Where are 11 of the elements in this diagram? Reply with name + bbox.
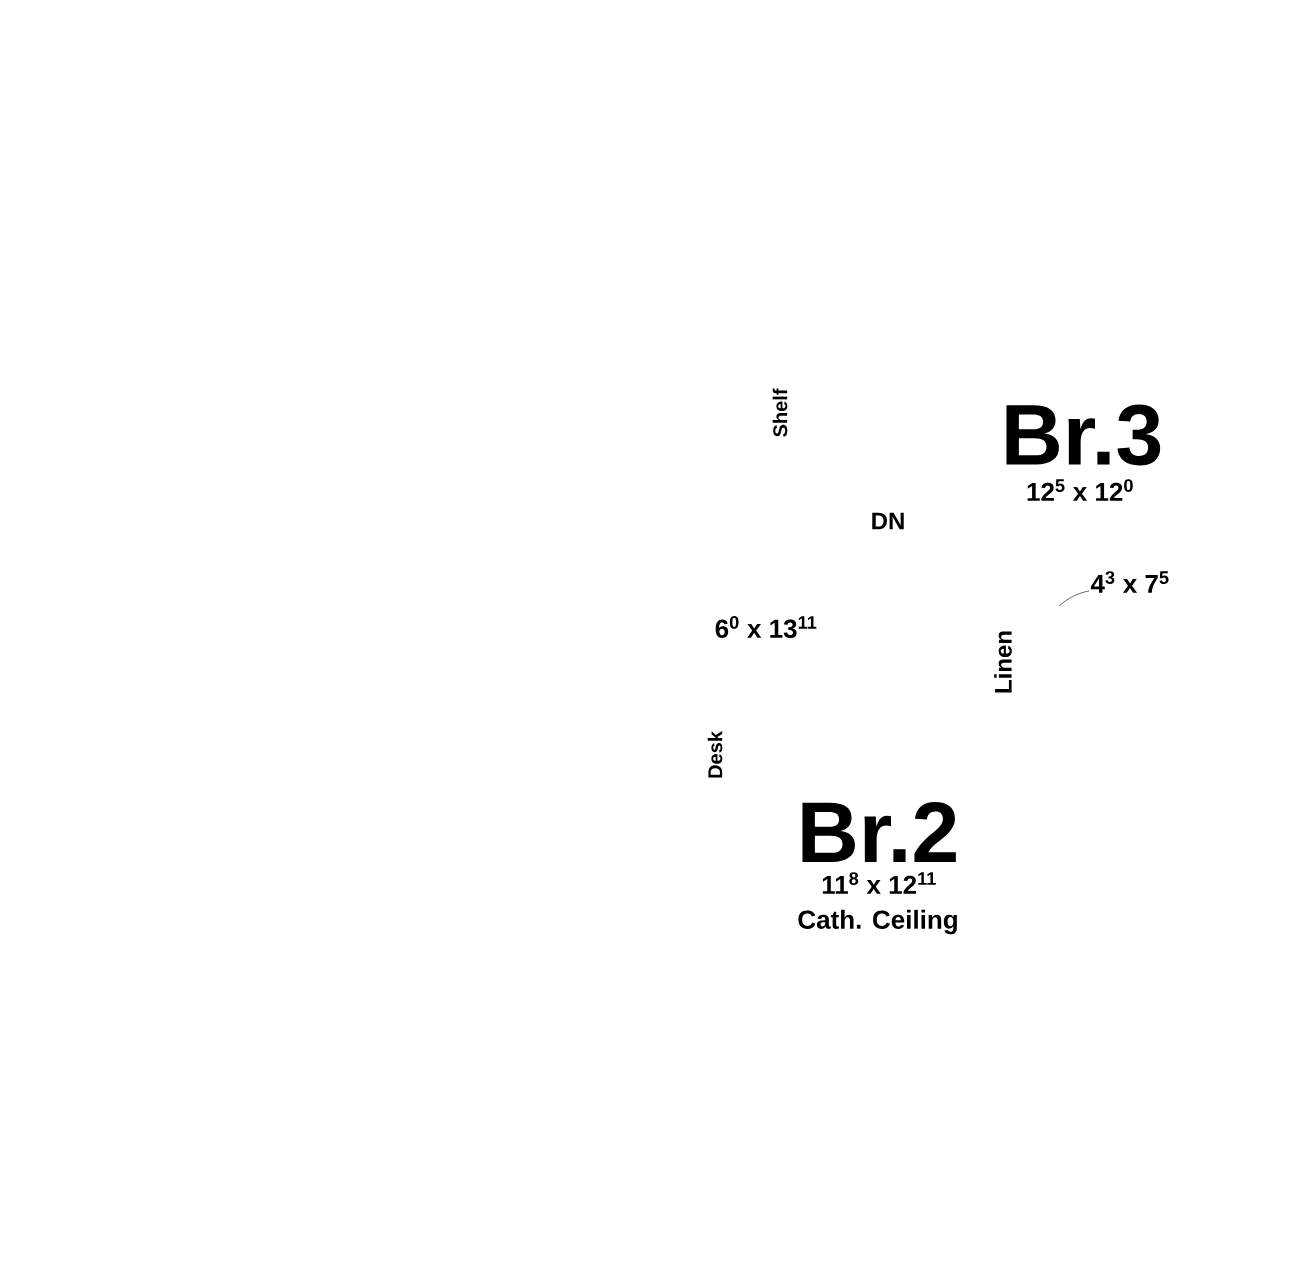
room-name: Br.3	[1006, 404, 1161, 466]
room-dimensions: 6$^{0}$ x 13$^{11}$	[715, 616, 817, 638]
closet-label: Shelf	[772, 388, 788, 437]
furniture-label: Desk	[707, 731, 723, 778]
room-dimensions: 11$^{8}$ x 12$^{11}$	[822, 872, 936, 894]
stair-label: DN	[872, 512, 904, 530]
room-dimensions: 4$^{3}$ x 7$^{5}$	[1090, 571, 1169, 593]
ceiling-note: Cath. Ceiling	[798, 909, 957, 935]
closet-label: Linen	[994, 631, 1012, 693]
room-name: Br.2	[802, 802, 956, 862]
room-dimensions: 12$^{5}$ x 12$^{0}$	[1027, 479, 1133, 501]
